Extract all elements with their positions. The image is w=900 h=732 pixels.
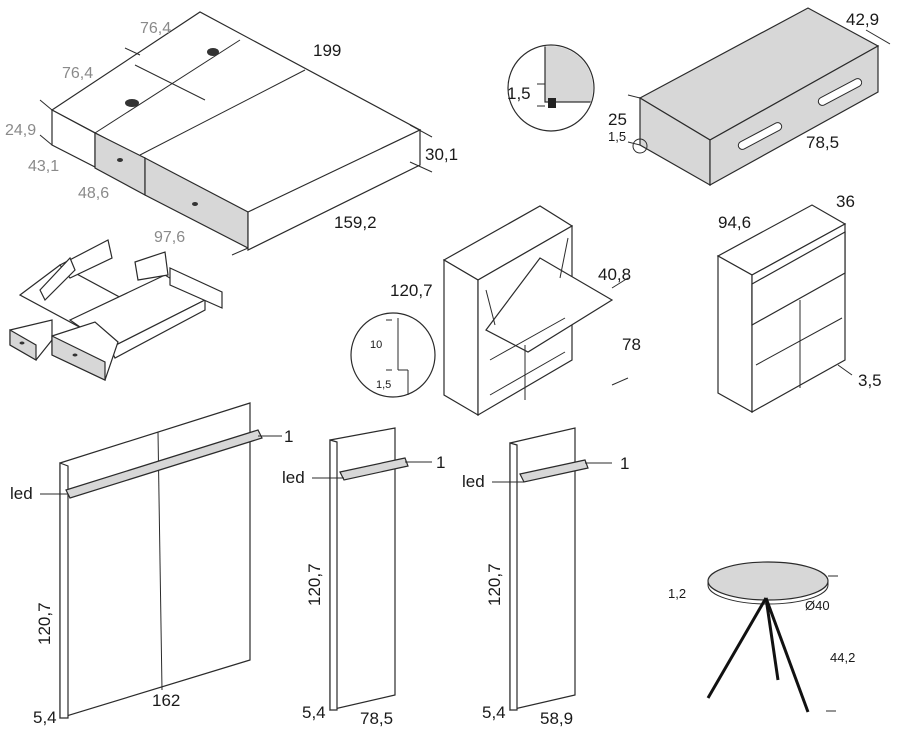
bed-dim-drawer-1: 48,6	[78, 185, 109, 202]
headboard-162-dim-height: 120,7	[35, 602, 54, 645]
bench-dim-foot: 1,5	[608, 129, 626, 144]
cabinet-side	[717, 254, 753, 414]
bed-dim-side-height: 24,9	[5, 122, 36, 139]
cabinet-drawing: 94,6 36 3,5	[716, 192, 882, 414]
cabinet-drawer	[751, 230, 846, 327]
bed-dim-top-right: 76,4	[62, 65, 93, 82]
desk-dim-height: 120,7	[390, 281, 433, 300]
bench-front	[709, 44, 879, 187]
headboard-162-led-bar	[65, 429, 263, 499]
plinth-dim-top: 10	[370, 339, 382, 351]
desk-side	[443, 258, 479, 417]
bench-dim-depth: 42,9	[846, 10, 879, 29]
headboard-589-led-bar	[519, 459, 589, 483]
bed-dim-top-left: 76,4	[140, 20, 171, 37]
cabinet-dim-depth: 36	[836, 192, 855, 211]
side-table-top	[707, 561, 829, 601]
bed-handle-hole-2	[207, 48, 219, 56]
bed-handle-hole-1	[125, 99, 139, 107]
bench-handle-1	[737, 122, 783, 150]
foot-detail-dim: 1,5	[507, 84, 531, 103]
plinth-detail: 10 1,5	[350, 312, 436, 398]
headboard-785-drawing: led 1 120,7 78,5 5,4	[282, 427, 445, 728]
headboard-162-dim-thickness: 5,4	[33, 708, 57, 727]
bed-dim-drawer-height: 43,1	[28, 158, 59, 175]
bed-dim-drawer-2: 97,6	[154, 229, 185, 246]
bed-dim-total-height: 30,1	[425, 145, 458, 164]
bed-dim-length: 159,2	[334, 213, 377, 232]
side-table-dim-height: 44,2	[830, 650, 855, 665]
bed-dim-width: 199	[313, 41, 341, 60]
bench-drawing: 42,9 25 1,5 78,5	[608, 7, 891, 187]
plinth-dim-bottom: 1,5	[376, 379, 391, 391]
plinth-detail-circle	[350, 312, 436, 398]
bench-dim-width: 78,5	[806, 133, 839, 152]
side-table-dim-diameter: Ø40	[805, 598, 830, 613]
side-table-leg-2	[764, 597, 780, 681]
desk-dim-width: 78	[622, 335, 641, 354]
bench-dim-height: 25	[608, 110, 627, 129]
side-table-drawing: 1,2 Ø40 44,2	[668, 561, 855, 713]
bed-side-right	[247, 129, 421, 251]
headboard-589-dim-width: 58,9	[540, 709, 573, 728]
headboard-785-led-dim: 1	[436, 453, 445, 472]
desk-writing-flap	[485, 257, 614, 353]
headboard-785-dim-width: 78,5	[360, 709, 393, 728]
headboard-589-led-dim: 1	[620, 454, 629, 473]
headboard-589-drawing: led 1 120,7 58,9 5,4	[462, 427, 629, 728]
side-table-dim-top: 1,2	[668, 586, 686, 601]
headboard-589-dim-height: 120,7	[485, 563, 504, 606]
bed-open-drawing	[9, 239, 223, 381]
headboard-785-led-label: led	[282, 468, 305, 487]
desk-dim-depth: 40,8	[598, 265, 631, 284]
bench-handle-2	[817, 78, 863, 106]
desk-drawing: 120,7 40,8 78	[390, 205, 641, 417]
side-table-leg-1	[706, 597, 768, 699]
cabinet-dim-width: 94,6	[718, 213, 751, 232]
cabinet-dim-plinth: 3,5	[858, 371, 882, 390]
storage-bed-drawing: 76,4 76,4 199 24,9 43,1 48,6 97,6 30,1 1…	[5, 11, 458, 256]
headboard-162-dim-width: 162	[152, 691, 180, 710]
headboard-162-led-label: led	[10, 484, 33, 503]
headboard-589-dim-thickness: 5,4	[482, 703, 506, 722]
headboard-785-dim-height: 120,7	[305, 563, 324, 606]
headboard-162-drawing: led 1 120,7 162 5,4	[10, 402, 293, 727]
headboard-162-led-dim: 1	[284, 427, 293, 446]
foot-detail: 1,5	[507, 44, 595, 132]
headboard-785-led-bar	[339, 457, 409, 481]
side-table-leg-3	[764, 597, 810, 713]
headboard-785-dim-thickness: 5,4	[302, 703, 326, 722]
headboard-589-led-label: led	[462, 472, 485, 491]
